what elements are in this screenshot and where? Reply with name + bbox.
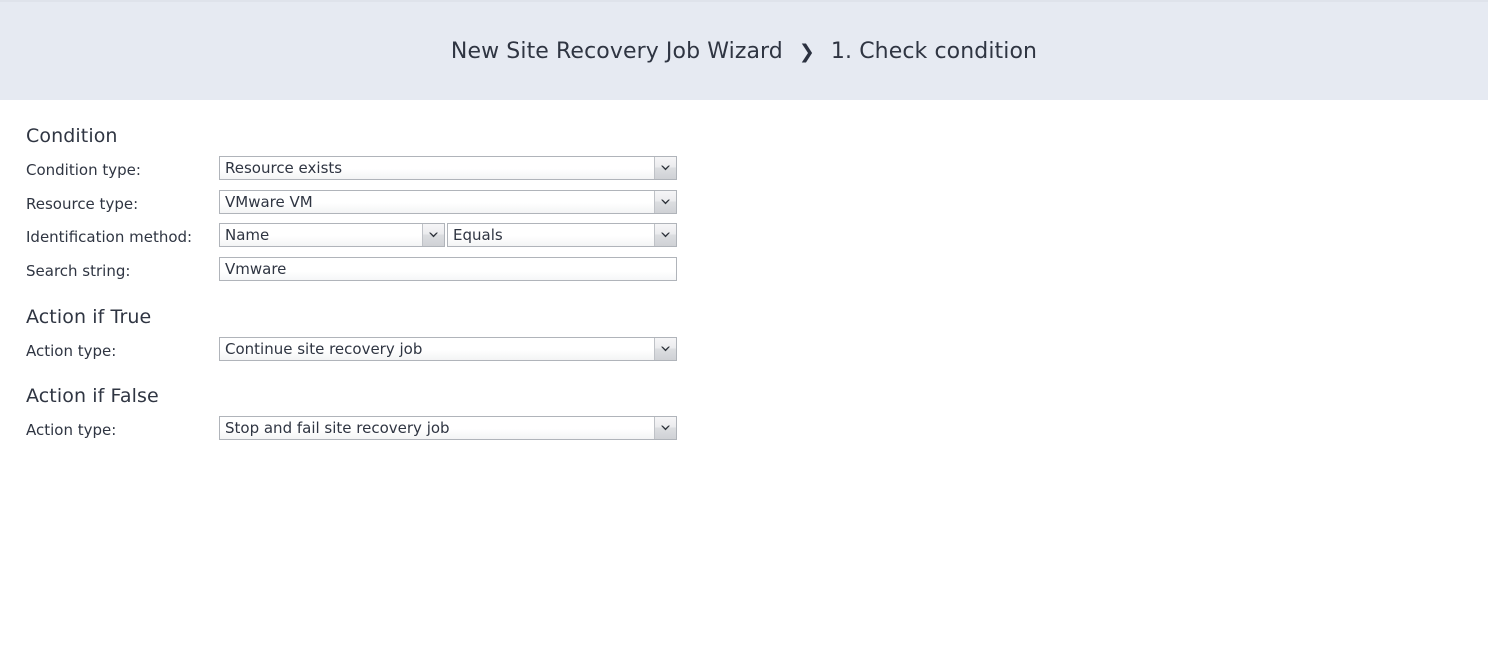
label-action-type-true: Action type: <box>26 342 117 360</box>
chevron-down-icon[interactable] <box>654 338 676 360</box>
label-condition-type: Condition type: <box>26 161 141 179</box>
row-condition-type: Resource exists <box>219 156 677 180</box>
row-action-type-true: Continue site recovery job <box>219 337 677 361</box>
dropdown-identification-operator[interactable]: Equals <box>447 223 677 247</box>
section-title-action-if-false: Action if False <box>26 385 159 407</box>
label-identification-method: Identification method: <box>26 228 193 246</box>
dropdown-identification-method-value: Name <box>225 226 270 244</box>
dropdown-action-type-false[interactable]: Stop and fail site recovery job <box>219 416 677 440</box>
label-action-type-false: Action type: <box>26 421 117 439</box>
dropdown-resource-type[interactable]: VMware VM <box>219 190 677 214</box>
dropdown-identification-operator-value: Equals <box>453 226 503 244</box>
chevron-right-icon: ❯ <box>798 40 815 63</box>
section-title-condition: Condition <box>26 125 118 147</box>
chevron-down-icon[interactable] <box>654 224 676 246</box>
section-title-action-if-true: Action if True <box>26 306 152 328</box>
breadcrumb: New Site Recovery Job Wizard ❯ 1. Check … <box>451 39 1037 64</box>
dropdown-action-type-false-value: Stop and fail site recovery job <box>225 419 450 437</box>
dropdown-condition-type-value: Resource exists <box>225 159 343 177</box>
dropdown-resource-type-value: VMware VM <box>225 193 313 211</box>
label-search-string: Search string: <box>26 262 131 280</box>
chevron-down-icon[interactable] <box>654 417 676 439</box>
breadcrumb-wizard-title: New Site Recovery Job Wizard <box>450 38 783 64</box>
chevron-down-icon[interactable] <box>422 224 444 246</box>
dropdown-condition-type[interactable]: Resource exists <box>219 156 677 180</box>
row-resource-type: VMware VM <box>219 190 677 214</box>
chevron-down-icon[interactable] <box>654 157 676 179</box>
row-identification-method: Name Equals <box>219 223 677 247</box>
label-resource-type: Resource type: <box>26 195 139 213</box>
row-action-type-false: Stop and fail site recovery job <box>219 416 677 440</box>
wizard-form-body: Condition Condition type: Resource exist… <box>0 100 1496 670</box>
row-search-string: Vmware <box>219 257 677 281</box>
search-string-input[interactable]: Vmware <box>219 257 677 281</box>
dropdown-action-type-true[interactable]: Continue site recovery job <box>219 337 677 361</box>
dropdown-action-type-true-value: Continue site recovery job <box>225 340 423 358</box>
wizard-header-bar: New Site Recovery Job Wizard ❯ 1. Check … <box>0 0 1488 100</box>
dropdown-identification-method[interactable]: Name <box>219 223 445 247</box>
chevron-down-icon[interactable] <box>654 191 676 213</box>
breadcrumb-current-step: 1. Check condition <box>830 38 1038 64</box>
